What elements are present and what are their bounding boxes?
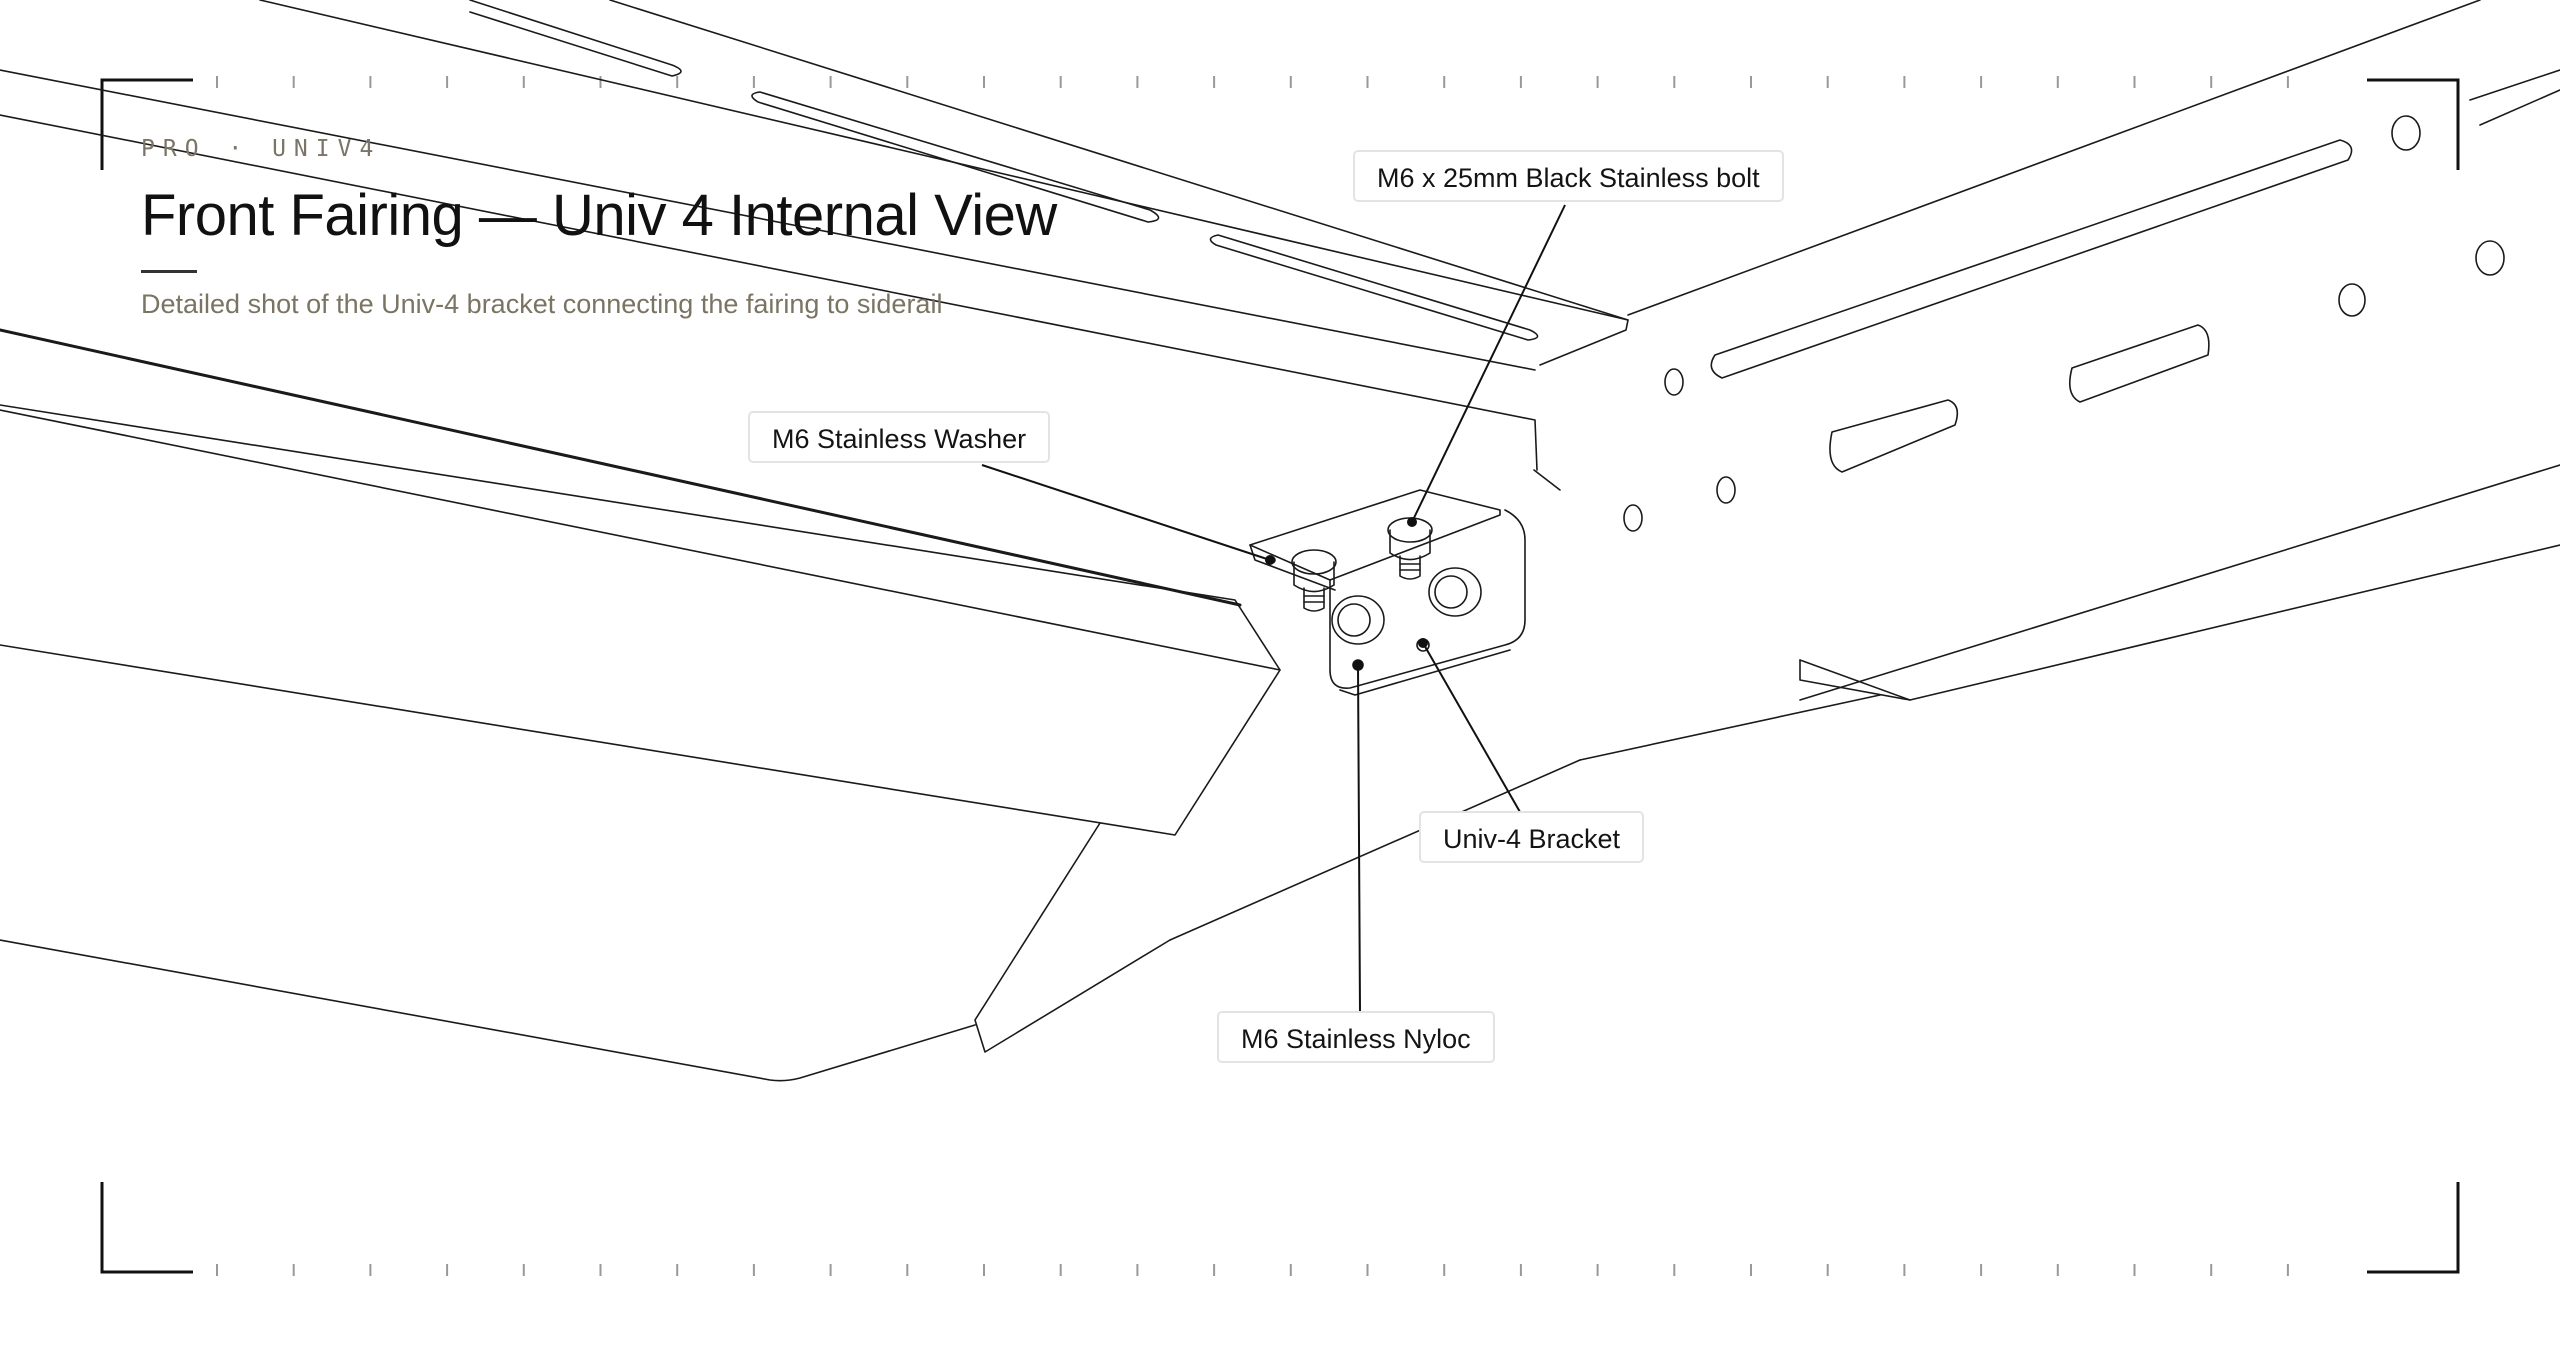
callout-washer: M6 Stainless Washer [748, 411, 1051, 463]
frame-tick-marks [216, 76, 2289, 1276]
callout-bracket: Univ-4 Bracket [1419, 811, 1645, 863]
page-eyebrow: PRO · UNIV4 [141, 136, 382, 162]
callout-leader-lines [981, 204, 1566, 1013]
page-title: Front Fairing — Univ 4 Internal View [141, 183, 1057, 248]
fairing-illustration [0, 0, 2560, 1082]
page-subtitle: Detailed shot of the Univ-4 bracket conn… [141, 289, 943, 319]
callout-bolt: M6 x 25mm Black Stainless bolt [1353, 150, 1784, 202]
frame-corners [100, 78, 2460, 1274]
callout-nyloc: M6 Stainless Nyloc [1217, 1011, 1495, 1063]
title-divider [141, 270, 197, 273]
